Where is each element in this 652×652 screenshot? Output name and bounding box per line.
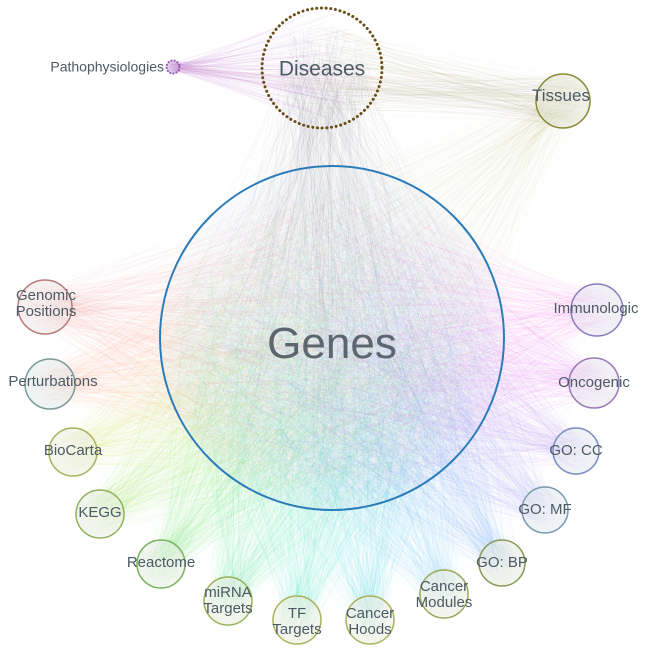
node-genomic-positions[interactable] xyxy=(17,279,73,335)
node-immunologic[interactable] xyxy=(570,283,624,337)
node-kegg[interactable] xyxy=(75,489,125,539)
node-biocarta[interactable] xyxy=(48,427,98,477)
label-cancer-hoods: Cancer Hoods xyxy=(345,604,395,638)
node-cancer-modules[interactable] xyxy=(419,569,469,619)
label-perturbations: Perturbations xyxy=(8,372,98,390)
node-go-mf[interactable] xyxy=(521,486,569,534)
label-diseases: Diseases xyxy=(278,57,366,81)
label-genes: Genes xyxy=(267,319,397,369)
node-cancer-hoods[interactable] xyxy=(345,595,395,645)
label-immunologic: Immunologic xyxy=(553,299,639,317)
node-reactome[interactable] xyxy=(136,539,186,589)
node-go-cc[interactable] xyxy=(552,427,600,475)
node-tf-targets[interactable] xyxy=(272,595,322,645)
node-diseases[interactable] xyxy=(260,6,384,130)
label-reactome: Reactome xyxy=(126,553,196,571)
label-go-cc: GO: CC xyxy=(549,441,603,459)
node-pathophysiologies[interactable] xyxy=(165,59,181,75)
label-tissues: Tissues xyxy=(532,85,590,105)
label-biocarta: BioCarta xyxy=(43,441,103,459)
node-tissues[interactable] xyxy=(535,73,591,129)
label-go-bp: GO: BP xyxy=(476,553,528,571)
label-oncogenic: Oncogenic xyxy=(558,373,630,391)
label-tf-targets: TF Targets xyxy=(272,604,322,638)
label-go-mf: GO: MF xyxy=(518,500,572,518)
label-pathophysiologies: Pathophysiologies xyxy=(50,58,164,75)
label-kegg: KEGG xyxy=(78,503,122,521)
label-mirna-targets: miRNA Targets xyxy=(203,583,253,617)
node-genes[interactable] xyxy=(159,165,505,511)
node-perturbations[interactable] xyxy=(24,358,76,410)
node-oncogenic[interactable] xyxy=(568,357,620,409)
label-genomic-positions: Genomic Positions xyxy=(15,286,77,320)
node-go-bp[interactable] xyxy=(478,539,526,587)
node-mirna-targets[interactable] xyxy=(203,576,253,626)
label-cancer-modules: Cancer Modules xyxy=(415,577,473,611)
